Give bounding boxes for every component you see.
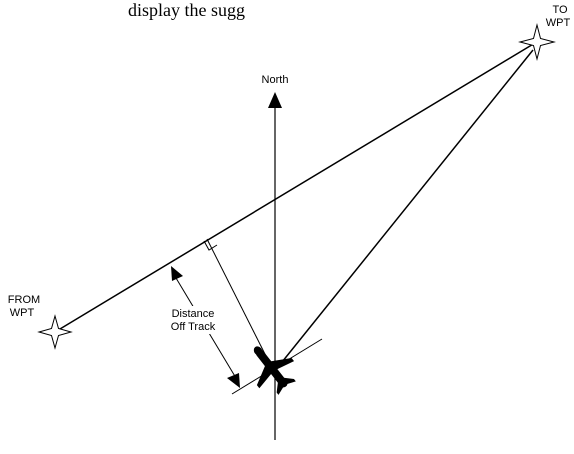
four-point-star-icon: [37, 314, 73, 350]
direct-to-line: [273, 49, 534, 373]
caption-fragment: display the sugg: [128, 0, 245, 20]
to-wpt-label-line1: TO: [552, 4, 568, 16]
to-wpt-label-line2: WPT: [546, 17, 571, 29]
from-wpt-label-line2: WPT: [10, 307, 35, 319]
north-label: North: [262, 74, 289, 86]
airplane-icon: [253, 346, 296, 395]
dimension-arrow-top-icon: [171, 266, 183, 281]
four-point-star-icon: [518, 23, 556, 61]
right-angle-marker: [203, 240, 218, 251]
desired-track-line: [54, 42, 536, 333]
distance-dimension: Distance Off Track: [158, 266, 240, 388]
dimension-arrow-bottom-icon: [227, 373, 240, 388]
distance-label-line1: Distance: [172, 308, 215, 320]
distance-label-bg: [158, 306, 224, 334]
to-waypoint: TO WPT: [518, 4, 571, 61]
north-axis: North: [262, 74, 289, 440]
from-waypoint: FROM WPT: [8, 294, 73, 350]
distance-label-line2: Off Track: [171, 321, 216, 333]
from-wpt-label-line1: FROM: [8, 294, 40, 306]
perpendicular-line: [206, 238, 275, 373]
arrow-up-icon: [268, 92, 282, 108]
